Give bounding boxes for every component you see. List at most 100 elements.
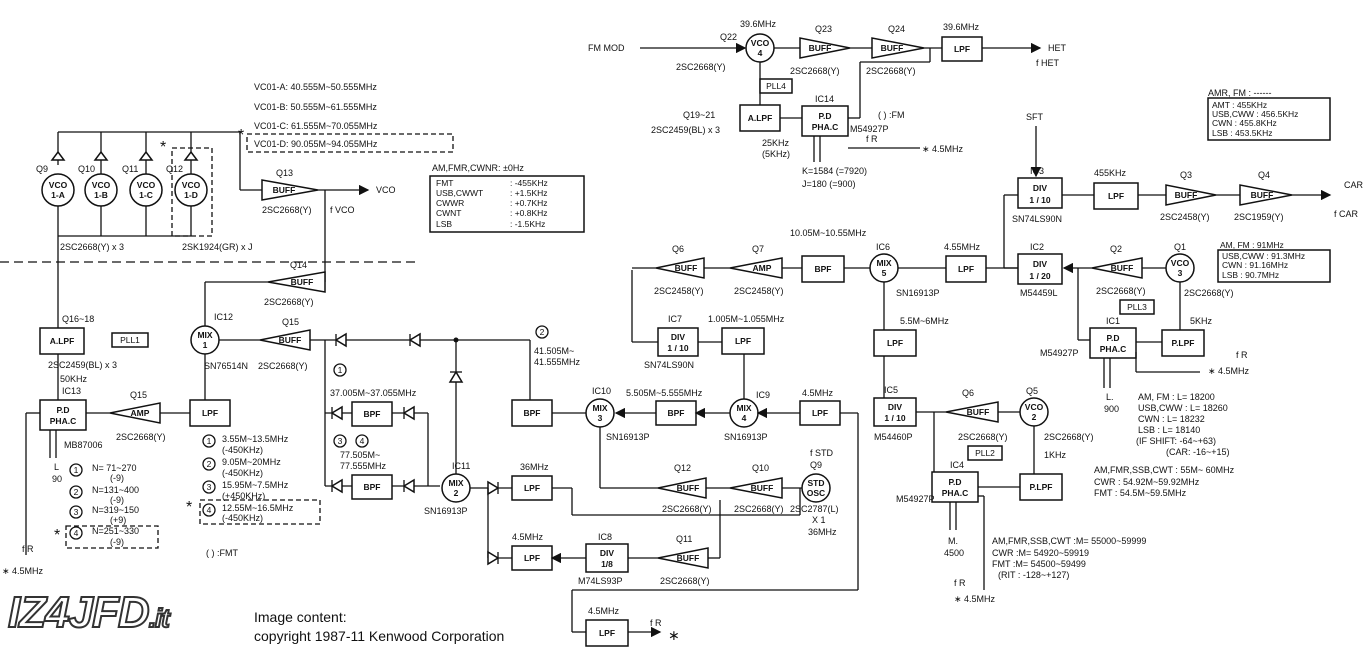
pll2-box — [967, 445, 1003, 461]
logo-suffix: .it — [148, 602, 171, 634]
plpf-ic4-label: P.LPF — [1030, 482, 1053, 492]
pd-ic14-l2: PHA.C — [812, 122, 838, 132]
q10b-label: Q10 — [752, 463, 769, 473]
mode-b: CWR : 54.92M~59.92MHz — [1094, 477, 1200, 487]
f1k: 1KHz — [1044, 450, 1067, 460]
alpf-top-label: A.LPF — [748, 113, 773, 123]
cwwr-l: CWWR — [436, 198, 464, 208]
cwwr-v: : +0.7KHz — [510, 198, 548, 208]
vco2-l2: 2 — [1032, 412, 1037, 422]
copyright-note: Image content: copyright 1987-11 Kenwood… — [254, 608, 504, 646]
q12b-type: 2SC2668(Y) — [662, 504, 712, 514]
pd-ic13 — [39, 399, 87, 431]
car-table — [1207, 97, 1331, 141]
vco4-freq: 39.6MHz — [740, 19, 777, 29]
div-ic2 — [1017, 253, 1063, 285]
rsel-3: 3 — [207, 482, 212, 492]
alpf-type: 2SC2459(BL) x 3 — [48, 360, 117, 370]
q3-type: 2SC2458(Y) — [1160, 212, 1210, 222]
buff-q11-label: BUFF — [677, 553, 700, 563]
pd-ic14 — [801, 105, 849, 137]
q16-label: Q16~18 — [62, 314, 94, 324]
ic1-type: M54927P — [1040, 348, 1079, 358]
bpf1 — [351, 401, 393, 427]
buff-q23-label: BUFF — [809, 43, 832, 53]
ic4-type: M54927P — [896, 494, 935, 504]
r3b: (+450KHz) — [222, 491, 265, 501]
bpf1-label: BPF — [364, 409, 381, 419]
m-c: FMT :M= 54500~59499 — [992, 559, 1086, 569]
amp-q7-label: AMP — [753, 263, 772, 273]
mix2-l1: MIX — [448, 478, 463, 488]
rsel-1: 1 — [207, 436, 212, 446]
rsel-4: 4 — [207, 505, 212, 515]
x1: X 1 — [812, 515, 826, 525]
q15b-type: 2SC2668(Y) — [258, 361, 308, 371]
plpf-ic4 — [1019, 473, 1063, 501]
m-a: AM,FMR,SSB,CWT :M= 55000~59999 — [992, 536, 1146, 546]
ic8-type: M74LS93P — [578, 576, 623, 586]
pd-ic1 — [1089, 327, 1137, 359]
q2-label: Q2 — [1110, 244, 1122, 254]
pll1-box — [111, 332, 149, 348]
div-ic3 — [1017, 177, 1063, 209]
buff-q2-label: BUFF — [1111, 263, 1134, 273]
q19-type: 2SC2459(BL) x 3 — [651, 125, 720, 135]
q5-label: Q5 — [1026, 386, 1038, 396]
q3-label: Q3 — [1180, 170, 1192, 180]
fvco-label: f VCO — [330, 205, 355, 215]
mix1-l1: MIX — [197, 330, 212, 340]
l-b: USB,CWW : L= 18260 — [1138, 403, 1228, 413]
pd-ic1-l2: PHA.C — [1100, 344, 1126, 354]
q2-type: 2SC2668(Y) — [1096, 286, 1146, 296]
usb-f: USB,CWW : 91.3MHz — [1222, 251, 1305, 261]
f41: 41.505M~ — [534, 346, 574, 356]
q9-type: 2SC2668(Y) x 3 — [60, 242, 124, 252]
vco1a-l1: VCO — [49, 180, 68, 190]
lsb-f: LSB : 90.7MHz — [1222, 270, 1279, 280]
ic6-type: SN16913P — [896, 288, 940, 298]
div-ic7-l1: DIV — [671, 332, 686, 342]
pll4-label: PLL4 — [766, 81, 786, 91]
buff-q14-label: BUFF — [291, 277, 314, 287]
nv1: N= 71~270 — [92, 463, 137, 473]
std-osc-l2: OSC — [807, 488, 825, 498]
q12b-label: Q12 — [674, 463, 691, 473]
q5-type: 2SC2668(Y) — [1044, 432, 1094, 442]
bpf-mix5 — [801, 255, 845, 283]
div-ic8-l1: DIV — [600, 548, 615, 558]
fcar: f CAR — [1334, 209, 1359, 219]
rsel-2: 2 — [207, 459, 212, 469]
amr-fm: AMR, FM : ------ — [1208, 88, 1271, 98]
q19-label: Q19~21 — [683, 110, 715, 120]
q23-type: 2SC2668(Y) — [790, 66, 840, 76]
cwn: CWN : 455.8KHz — [1212, 118, 1277, 128]
ic13-label: IC13 — [62, 386, 81, 396]
q6l-label: Q6 — [672, 244, 684, 254]
q24-type: 2SC2668(Y) — [866, 66, 916, 76]
fm-mod-label: FM MOD — [588, 43, 625, 53]
vco1c-l2: 1-C — [139, 190, 153, 200]
k-value: K=1584 (=7920) — [802, 166, 867, 176]
vco1a-range: VC01-A: 40.555M~50.555MHz — [254, 82, 377, 92]
ic7-label: IC7 — [668, 314, 682, 324]
lpf-fr — [585, 619, 629, 647]
buff-q13-label: BUFF — [273, 185, 296, 195]
m4500-l: M. — [948, 536, 958, 546]
lsb2: LSB : 453.5KHz — [1212, 128, 1272, 138]
q22-type: 2SC2668(Y) — [676, 62, 726, 72]
q15b-label: Q15 — [282, 317, 299, 327]
div-ic2-l1: DIV — [1033, 259, 1048, 269]
cwnt-v: : +0.8KHz — [510, 208, 548, 218]
asterisk3: * — [54, 527, 60, 544]
nsel-3: 3 — [74, 507, 79, 517]
vco1b-range: VC01-B: 50.555M~61.555MHz — [254, 102, 377, 112]
bpf2-label: BPF — [364, 482, 381, 492]
nv2: N=131~400 — [92, 485, 139, 495]
q11b-type: 2SC2668(Y) — [660, 576, 710, 586]
path-2: 2 — [540, 327, 545, 337]
site-logo: IZ4JFD.it — [7, 587, 171, 638]
q1-label: Q1 — [1174, 242, 1186, 252]
l-f: (CAR: -16~+15) — [1166, 447, 1230, 457]
